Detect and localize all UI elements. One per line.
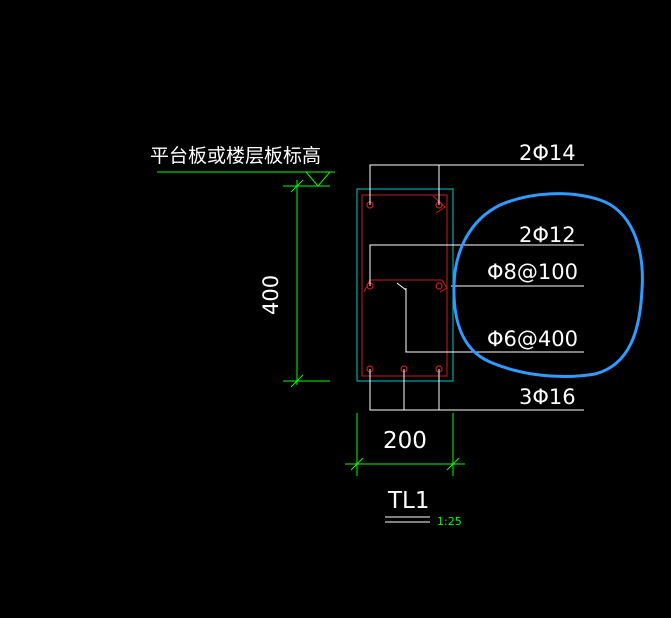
- stirrup-outline: [361, 194, 448, 377]
- label-tie: Φ6@400: [487, 327, 578, 351]
- level-mark-triangle: [305, 171, 331, 187]
- leader-lines: [369, 164, 584, 411]
- label-stirrup: Φ8@100: [487, 260, 578, 284]
- rebar-dots: [366, 201, 443, 373]
- scale-text: 1:25: [437, 515, 462, 528]
- width-dimension-text: 200: [383, 428, 427, 454]
- highlight-circle: [452, 192, 644, 379]
- label-bottom-bars: 3Φ16: [519, 385, 576, 409]
- height-dimension-text: 400: [259, 275, 283, 315]
- section-title: TL1: [387, 488, 430, 514]
- stirrup-hook: [432, 195, 446, 214]
- width-dimension: [345, 413, 465, 476]
- leader-bottom-bars: [369, 369, 584, 411]
- label-side-bars: 2Φ12: [519, 223, 576, 247]
- leader-top-bars: [369, 164, 584, 205]
- leader-tie-tick: [396, 282, 407, 291]
- leader-tie: [405, 288, 584, 353]
- rebar-side-right: [435, 282, 443, 290]
- height-dimension: [283, 179, 330, 388]
- level-label: 平台板或楼层板标高: [150, 145, 321, 167]
- label-top-bars: 2Φ14: [519, 141, 576, 165]
- leader-side-bars: [369, 244, 584, 286]
